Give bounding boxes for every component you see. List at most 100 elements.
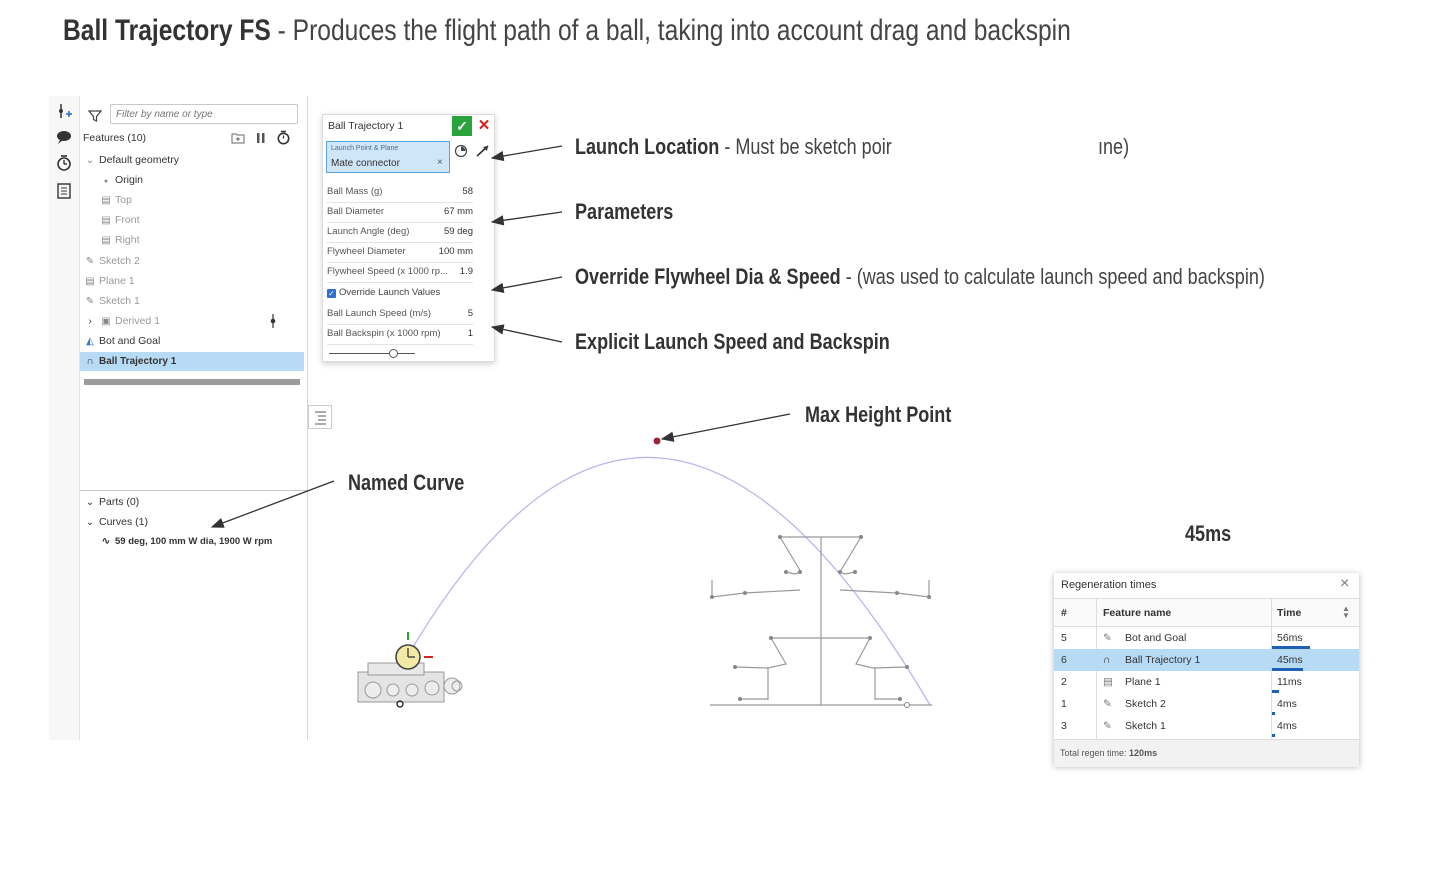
title-description: - Produces the flight path of a ball, ta… (270, 14, 1071, 47)
arrow-explicit (490, 324, 563, 343)
tree-item-bot-and-goal[interactable]: ◭Bot and Goal (83, 332, 160, 350)
filter-icon[interactable] (88, 109, 102, 123)
page-title: Ball Trajectory FS - Produces the flight… (63, 14, 1071, 52)
callout-launch-bold: Launch Location (575, 134, 720, 159)
panel-toggle-icon[interactable] (308, 405, 332, 429)
tree-item-origin[interactable]: ●Origin (99, 171, 143, 189)
tree-item-sketch-2[interactable]: ✎Sketch 2 (83, 252, 140, 270)
tree-item-derived-1[interactable]: › ▣ Derived 1 (83, 312, 160, 330)
row-time: 4ms (1277, 720, 1297, 732)
sort-icon[interactable]: ▲▼ (1342, 604, 1350, 620)
tree-item-sketch-1[interactable]: ✎Sketch 1 (83, 292, 140, 310)
regen-row[interactable]: 2 ▤ Plane 1 11ms (1054, 671, 1359, 693)
row-time: 4ms (1277, 698, 1297, 710)
pause-icon[interactable] (256, 131, 266, 145)
chevron-down-icon[interactable]: ⌄ (85, 155, 95, 166)
param-backspin[interactable]: Ball Backspin (x 1000 rpm)1 (327, 325, 473, 345)
param-value[interactable]: 58 (462, 186, 473, 197)
mate-connector-icon[interactable] (454, 144, 468, 158)
param-launch-angle[interactable]: Launch Angle (deg)59 deg (327, 223, 473, 243)
callout-45ms-bold: 45ms (1185, 521, 1232, 546)
robot-model[interactable] (357, 632, 463, 708)
override-label: Override Launch Values (339, 287, 441, 298)
curve-icon: ∩ (1103, 654, 1111, 666)
callout-override-bold: Override Flywheel Dia & Speed (575, 264, 841, 289)
row-feature-name: Bot and Goal (1125, 632, 1187, 644)
param-value[interactable]: 59 deg (443, 226, 473, 237)
row-num: 6 (1061, 654, 1067, 666)
left-icon-strip (49, 96, 80, 740)
col-name-header[interactable]: Feature name (1103, 607, 1172, 619)
scrollbar[interactable] (84, 379, 300, 385)
tree-item-top[interactable]: ▤ Top (99, 191, 132, 209)
checklist-icon[interactable] (55, 182, 73, 200)
slider-thumb[interactable] (389, 349, 398, 358)
tree-item-plane-1[interactable]: ▤Plane 1 (83, 272, 135, 290)
tree-item-right[interactable]: ▤Right (99, 231, 139, 249)
row-feature-name: Ball Trajectory 1 (1125, 654, 1201, 666)
callout-max-height: Max Height Point (805, 402, 951, 428)
curves-section[interactable]: ⌄Curves (1) (83, 513, 148, 531)
slider-track[interactable] (329, 349, 415, 358)
history-icon[interactable] (55, 154, 73, 172)
comment-icon[interactable] (55, 128, 73, 146)
stopwatch-icon[interactable] (276, 130, 291, 145)
param-value[interactable]: 1 (467, 328, 473, 339)
insert-feature-icon[interactable] (55, 102, 73, 120)
param-value[interactable]: 1.9 (459, 266, 473, 277)
clear-selection-icon[interactable]: × (437, 157, 443, 168)
tree-item-front[interactable]: ▤Front (99, 211, 139, 229)
param-value[interactable]: 67 mm (443, 206, 473, 217)
plane-icon: ▤ (101, 215, 111, 226)
goal-structure[interactable] (710, 536, 932, 706)
col-time-header[interactable]: Time (1277, 607, 1302, 619)
regeneration-times-panel: Regeneration times × # Feature name Time… (1054, 573, 1359, 767)
callout-launch-rest: - Must be sketch poir (719, 134, 892, 159)
regen-row-selected[interactable]: 6 ∩ Ball Trajectory 1 45ms (1054, 649, 1359, 671)
close-icon[interactable]: × (1340, 575, 1350, 592)
tree-item-label: Plane 1 (99, 275, 135, 287)
regen-row[interactable]: 3 ✎ Sketch 1 4ms (1054, 715, 1359, 737)
flip-direction-icon[interactable] (475, 144, 491, 158)
row-num: 3 (1061, 720, 1067, 732)
tree-item-default-geometry[interactable]: ⌄Default geometry (83, 151, 179, 169)
tree-item-label: Top (115, 194, 132, 206)
derived-icon: ▣ (101, 316, 111, 327)
param-label: Flywheel Speed (x 1000 rp... (327, 266, 448, 277)
callout-parameters-bold: Parameters (575, 199, 674, 224)
add-folder-icon[interactable] (231, 132, 245, 144)
tree-item-ball-trajectory-1[interactable]: ∩Ball Trajectory 1 (83, 353, 176, 371)
parts-section[interactable]: ⌄Parts (0) (83, 493, 139, 511)
row-time: 56ms (1277, 632, 1303, 644)
tree-item-label: Derived 1 (115, 315, 160, 327)
param-flywheel-speed[interactable]: Flywheel Speed (x 1000 rp... 1.9 (327, 263, 473, 283)
param-value[interactable]: 100 mm (438, 246, 473, 257)
mate-connector-field[interactable]: Launch Point & Plane Mate connector × (326, 141, 450, 173)
col-num-header[interactable]: # (1061, 607, 1067, 619)
curve-list-item[interactable]: ∿59 deg, 100 mm W dia, 1900 W rpm (99, 533, 273, 551)
chevron-down-icon[interactable]: ⌄ (85, 517, 95, 528)
features-header: Features (10) (83, 129, 146, 147)
param-value[interactable]: 5 (467, 308, 473, 319)
chevron-right-icon[interactable]: › (88, 316, 92, 327)
rollback-bar-icon[interactable] (268, 313, 278, 329)
plane-icon: ▤ (101, 195, 111, 206)
regen-row[interactable]: 1 ✎ Sketch 2 4ms (1054, 693, 1359, 715)
regen-row[interactable]: 5 ✎ Bot and Goal 56ms (1054, 627, 1359, 649)
checkbox-checked-icon[interactable]: ✓ (327, 289, 336, 298)
title-bold: Ball Trajectory FS (63, 14, 271, 47)
ok-button[interactable]: ✓ (452, 116, 472, 136)
cancel-button[interactable]: ✕ (477, 117, 491, 134)
filter-input[interactable] (110, 104, 298, 124)
param-ball-mass[interactable]: Ball Mass (g)58 (327, 183, 473, 203)
override-launch-checkbox[interactable]: ✓Override Launch Values (327, 287, 440, 298)
callout-override-rest: - (was used to calculate launch speed an… (840, 264, 1265, 289)
max-height-point[interactable] (653, 437, 661, 445)
arrow-max-height (660, 413, 791, 442)
trajectory-curve[interactable] (409, 456, 931, 706)
time-bar (1272, 690, 1279, 693)
param-launch-speed[interactable]: Ball Launch Speed (m/s)5 (327, 305, 473, 325)
chevron-down-icon[interactable]: ⌄ (85, 497, 95, 508)
